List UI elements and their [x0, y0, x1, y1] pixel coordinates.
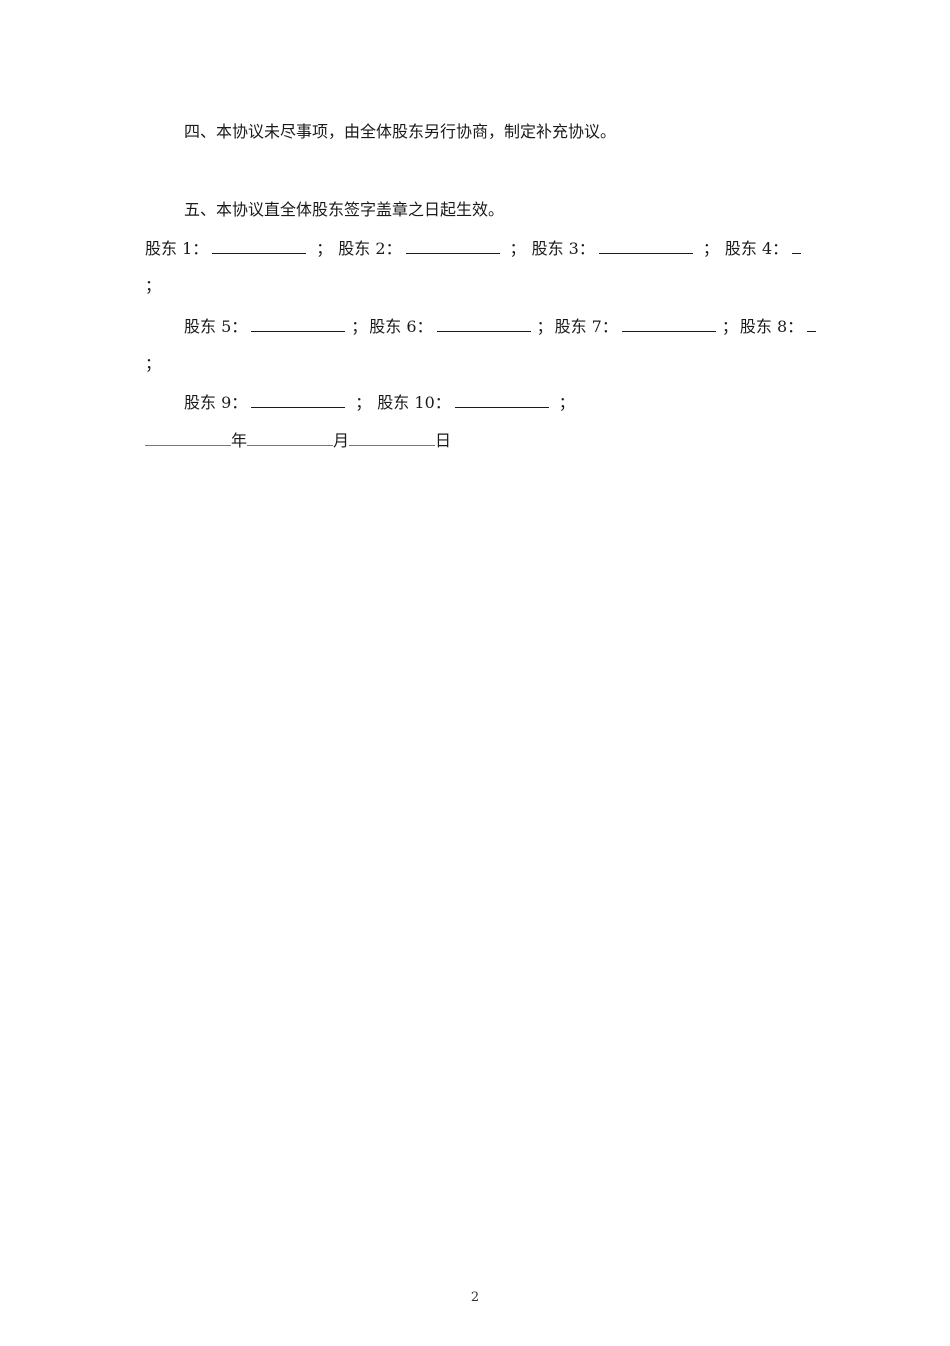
signature-blank[interactable]	[621, 316, 716, 332]
signature-field-6: 股东 6：	[369, 316, 534, 337]
signature-field-10: 股东 10：	[377, 392, 552, 413]
signature-field-8: 股东 8：	[740, 316, 820, 337]
signature-field-5: 股东 5：	[184, 316, 349, 337]
signature-row-3: 股东 9：；股东 10：；	[184, 392, 575, 413]
row-1-terminator: ；	[145, 276, 162, 295]
signature-blank[interactable]	[251, 392, 346, 408]
signature-field-7: 股东 7：	[555, 316, 720, 337]
signature-blank[interactable]	[454, 392, 549, 408]
page-number: 2	[470, 1290, 480, 1305]
signature-blank[interactable]	[212, 238, 307, 254]
signature-blank[interactable]	[405, 238, 500, 254]
signature-blank[interactable]	[598, 238, 693, 254]
signature-blank[interactable]	[807, 316, 817, 332]
date-line: 年月日	[145, 430, 451, 451]
signature-row-2: 股东 5：；股东 6：；股东 7：；股东 8：	[184, 316, 820, 337]
row-2-terminator: ；	[145, 354, 162, 373]
signature-field-1: 股东 1：	[145, 238, 310, 259]
clause-4: 四、本协议未尽事项，由全体股东另行协商，制定补充协议。	[184, 122, 617, 141]
signature-blank[interactable]	[792, 238, 802, 254]
month-label: 月	[333, 431, 350, 450]
signature-field-9: 股东 9：	[184, 392, 349, 413]
day-blank[interactable]	[349, 430, 436, 446]
signature-field-4: 股东 4：	[725, 238, 805, 259]
year-label: 年	[231, 431, 248, 450]
signature-blank[interactable]	[436, 316, 531, 332]
clause-5: 五、本协议直全体股东签字盖章之日起生效。	[184, 200, 505, 219]
month-blank[interactable]	[247, 430, 334, 446]
signature-blank[interactable]	[251, 316, 346, 332]
signature-row-1: 股东 1：；股东 2：；股东 3：；股东 4：	[145, 238, 805, 259]
signature-field-2: 股东 2：	[338, 238, 503, 259]
signature-field-3: 股东 3：	[532, 238, 697, 259]
day-label: 日	[435, 431, 452, 450]
year-blank[interactable]	[145, 430, 231, 446]
